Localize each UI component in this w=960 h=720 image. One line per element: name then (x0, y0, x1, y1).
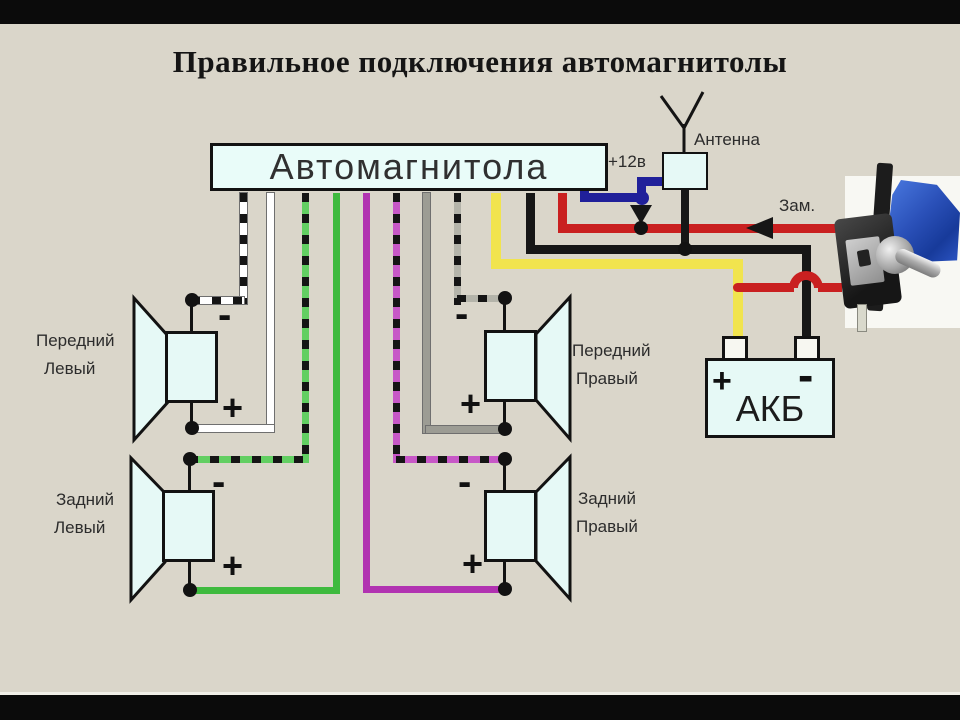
plus12v-label: +12в (608, 152, 646, 171)
terminal-dot-minus (183, 452, 197, 466)
wire-black-horizontal (526, 245, 811, 254)
wire-red-hump (789, 271, 823, 288)
head-unit-label: Автомагнитола (269, 146, 549, 187)
terminal-stub (190, 399, 193, 429)
wire-rear-right-minus-vertical (393, 193, 400, 463)
terminal-dot-plus (498, 582, 512, 596)
ignition-label: Зам. (779, 196, 816, 215)
terminal-stub (503, 398, 506, 428)
battery-label: АКБ (735, 388, 805, 429)
battery-minus-sign: - (798, 349, 814, 401)
bottom-letterbox-bar (0, 692, 960, 720)
down-arrow-icon (630, 205, 652, 224)
minus-sign: - (458, 460, 472, 504)
wire-front-left-plus-horizontal (191, 425, 274, 432)
wire-front-right-minus-vertical (454, 193, 461, 305)
wire-front-right-plus-vertical (423, 193, 430, 433)
wire-front-right-plus-horizontal (426, 426, 505, 433)
speaker-label-line1: Задний (56, 490, 115, 509)
speaker-label-line1: Задний (578, 489, 637, 508)
wire-yellow-vertical-right (733, 259, 743, 342)
terminal-stub (188, 461, 191, 492)
battery-box (705, 358, 835, 438)
wire-black-vertical-to-battery (802, 245, 811, 342)
wire-front-right-minus-horizontal (457, 295, 505, 302)
speaker-label-line2: Правый (576, 517, 638, 536)
wire-front-left-plus-vertical (267, 193, 274, 432)
terminal-dot-plus (183, 583, 197, 597)
wire-red-vertical (558, 193, 567, 233)
wire-yellow-vertical-left (491, 193, 501, 268)
speaker-cone-icon (129, 454, 167, 604)
terminal-stub (188, 559, 191, 590)
junction-dot-ground (678, 242, 692, 256)
junction-dot-blue (635, 191, 649, 205)
switch-pin (857, 304, 867, 332)
battery-plus-sign: + (712, 362, 732, 400)
speaker-label-line2: Левый (44, 359, 96, 378)
wire-rear-left-plus-vertical (333, 193, 340, 594)
wire-black-vertical-left (526, 193, 535, 254)
minus-sign: - (455, 292, 469, 336)
terminal-dot-minus (498, 291, 512, 305)
wire-rear-left-minus-vertical (302, 193, 309, 463)
plus-sign: + (460, 383, 482, 424)
wire-yellow-horizontal (491, 259, 743, 269)
wire-rear-right-minus-horizontal (396, 456, 505, 463)
speaker-cone-icon (534, 453, 572, 603)
diagram-title: Правильное подключения автомагнитолы (172, 44, 788, 79)
antenna-mast-icon (659, 91, 705, 156)
speaker-label-line2: Левый (54, 518, 106, 537)
terminal-stub (503, 300, 506, 332)
speaker-label-line1: Передний (36, 331, 115, 350)
speaker-magnet-box (165, 331, 218, 403)
speaker-magnet-box (162, 490, 215, 562)
minus-sign: - (218, 293, 232, 337)
speaker-label-line2: Правый (576, 369, 638, 388)
wire-front-left-minus-horizontal (191, 297, 244, 304)
wire-antenna-ground (681, 188, 689, 254)
antenna-label: Антенна (694, 130, 761, 149)
wire-blue-horizontal (580, 193, 646, 202)
top-letterbox-bar (0, 0, 960, 24)
plus-sign: + (462, 543, 484, 584)
terminal-stub (503, 461, 506, 492)
wire-blue-riser (637, 177, 646, 203)
speaker-label-line1: Передний (572, 341, 651, 360)
wire-rear-left-minus-horizontal (189, 456, 309, 463)
wire-rear-left-plus-horizontal (189, 587, 340, 594)
plus-sign: + (222, 387, 244, 428)
wire-red-switch-feed-left (733, 283, 794, 292)
wire-red-horizontal (558, 224, 840, 233)
terminal-dot-plus (498, 422, 512, 436)
wire-red-switch-feed-right (818, 283, 842, 292)
minus-sign: - (212, 460, 226, 504)
plus-sign: + (222, 545, 244, 586)
speaker-magnet-box (484, 490, 537, 562)
head-unit-box: Автомагнитола (210, 143, 608, 191)
left-arrow-icon (746, 217, 773, 239)
speaker-cone-icon (534, 293, 572, 444)
wire-front-left-minus-vertical (240, 193, 247, 304)
antenna-amp-box (662, 152, 708, 190)
terminal-stub (190, 302, 193, 334)
wire-rear-right-plus-vertical (363, 193, 370, 593)
wire-rear-right-plus-horizontal (366, 586, 505, 593)
junction-dot-red-tap (634, 221, 648, 235)
speaker-magnet-box (484, 330, 537, 402)
wire-blue-to-antenna-box (641, 177, 665, 186)
terminal-stub (503, 558, 506, 589)
switch-label-mark (856, 249, 872, 267)
terminal-dot-minus (185, 293, 199, 307)
speaker-cone-icon (132, 294, 170, 444)
battery-minus-terminal (794, 336, 820, 362)
terminal-dot-minus (498, 452, 512, 466)
terminal-dot-plus (185, 421, 199, 435)
